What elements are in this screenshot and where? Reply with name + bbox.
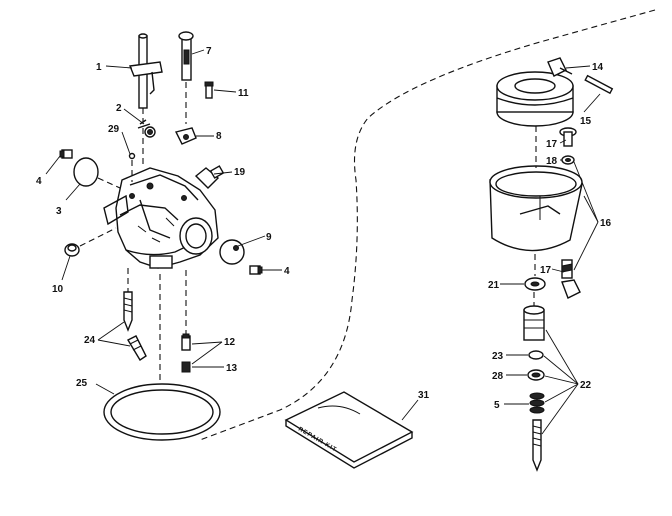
callout-28: 28 — [492, 371, 504, 382]
callout-10: 10 — [52, 284, 64, 295]
spring-5 — [529, 392, 545, 414]
callout-5: 5 — [494, 400, 500, 411]
float-bowl-16 — [489, 165, 583, 252]
callout-8: 8 — [216, 131, 222, 142]
callout-17-lower: 17 — [540, 265, 552, 276]
washer-21 — [524, 277, 546, 291]
needle-valve-assembly-22 — [523, 305, 545, 341]
spring-2 — [137, 119, 156, 138]
needle-valves-24 — [123, 291, 147, 361]
gasket-ring-25 — [103, 383, 221, 441]
fitting-19 — [194, 165, 225, 189]
screw-4-left — [59, 149, 73, 159]
callout-31: 31 — [418, 390, 430, 401]
float-14 — [496, 57, 574, 127]
bracket-8 — [174, 127, 197, 145]
callout-17-upper: 17 — [546, 139, 558, 150]
choke-plate — [219, 239, 245, 265]
callout-18: 18 — [546, 156, 558, 167]
callout-22: 22 — [580, 380, 592, 391]
throttle-shaft — [129, 33, 163, 109]
assembly-divider-outline — [199, 9, 656, 441]
jet-12 — [181, 333, 191, 351]
callout-1: 1 — [96, 62, 102, 73]
callout-4-left: 4 — [36, 176, 42, 187]
callout-24: 24 — [84, 335, 96, 346]
o-ring-28 — [527, 369, 545, 381]
callout-25: 25 — [76, 378, 88, 389]
washer-23 — [528, 350, 544, 360]
callout-29: 29 — [108, 124, 120, 135]
repair-kit-31: REPAIR KIT — [284, 391, 414, 469]
spring-13 — [181, 361, 191, 373]
callout-3: 3 — [56, 206, 62, 217]
callout-9: 9 — [266, 232, 272, 243]
callout-23: 23 — [492, 351, 504, 362]
callout-21: 21 — [488, 280, 500, 291]
needle-22 — [532, 419, 542, 472]
washer-18 — [561, 155, 575, 165]
screw-11 — [204, 81, 214, 99]
carburetor-body — [103, 167, 219, 269]
float-pin-15 — [584, 74, 614, 95]
callout-13: 13 — [226, 363, 238, 374]
throttle-plate — [73, 157, 99, 187]
callout-4-right: 4 — [284, 266, 290, 277]
bowl-bolt-17-upper — [559, 127, 577, 147]
callout-11: 11 — [238, 88, 249, 99]
plug-10 — [64, 243, 80, 257]
screw-4-right — [249, 265, 263, 275]
callout-2: 2 — [116, 103, 122, 114]
ball-29 — [128, 152, 136, 160]
callout-19: 19 — [234, 167, 246, 178]
callout-7: 7 — [206, 46, 212, 57]
callout-labels: 1 2 3 4 4 5 7 8 9 10 11 12 13 14 15 16 1… — [36, 46, 612, 411]
callout-14: 14 — [592, 62, 604, 73]
callout-15: 15 — [580, 116, 592, 127]
choke-shaft — [178, 31, 194, 81]
callout-16: 16 — [600, 218, 612, 229]
leader-lines — [45, 49, 601, 435]
callout-12: 12 — [224, 337, 236, 348]
bowl-nut-17-lower — [561, 259, 581, 299]
